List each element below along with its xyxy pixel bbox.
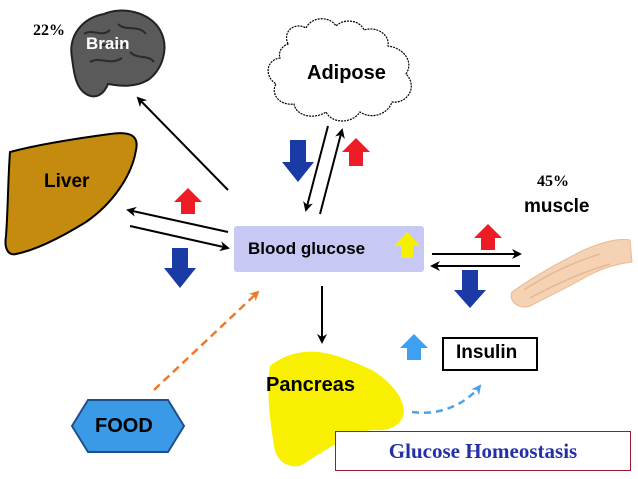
insulin-box: [442, 337, 538, 371]
arrow-blood-to-adipose: [319, 128, 345, 215]
muscle-label: muscle: [524, 196, 590, 217]
food-label: FOOD: [95, 415, 153, 437]
arrow-liver-to-blood: [129, 225, 230, 252]
adipose-decrease-arrow: [282, 140, 314, 182]
pancreas-label: Pancreas: [266, 374, 355, 396]
arrow-blood-to-brain: [136, 96, 229, 191]
liver-decrease-arrow: [164, 248, 196, 288]
arrow-food-to-blood: [153, 290, 260, 391]
liver-shape: [4, 132, 138, 256]
brain-label: Brain: [86, 34, 130, 53]
muscle-percentage: 45%: [537, 173, 569, 190]
blood-glucose-up-arrow: [394, 232, 420, 258]
blood-glucose-box: [234, 226, 424, 272]
insulin-increase-arrow: [400, 334, 428, 360]
brain-shape: [70, 9, 166, 98]
muscle-increase-arrow: [474, 224, 502, 250]
arrow-pancreas-to-insulin: [411, 384, 482, 415]
diagram-title: Glucose Homeostasis: [388, 439, 578, 463]
insulin-label: Insulin: [456, 342, 518, 363]
liver-label: Liver: [44, 171, 90, 192]
liver-increase-arrow: [174, 188, 202, 214]
muscle-decrease-arrow: [454, 270, 486, 308]
arrow-adipose-to-blood: [303, 125, 329, 212]
muscle-shape: [510, 239, 633, 308]
blood-glucose-label: Blood glucose: [248, 239, 366, 258]
adipose-increase-arrow: [342, 138, 370, 166]
brain-percentage: 22%: [33, 22, 65, 39]
food-shape: [70, 399, 186, 453]
arrow-blood-to-liver: [126, 206, 229, 233]
adipose-shape: [267, 18, 412, 122]
title-box: [335, 431, 631, 471]
adipose-label: Adipose: [307, 62, 386, 84]
pancreas-shape: [268, 351, 404, 467]
